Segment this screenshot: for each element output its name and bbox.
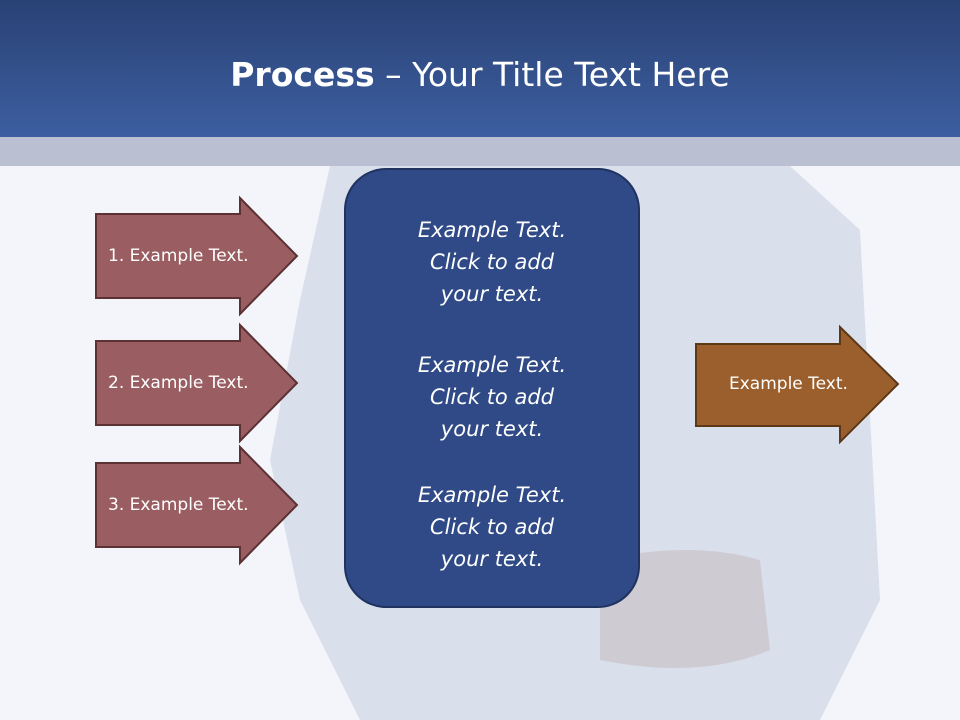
slide-title: Process – Your Title Text Here	[0, 52, 960, 98]
step-arrow-2[interactable]	[95, 322, 299, 444]
center-process-box[interactable]: Example Text. Click to add your text. Ex…	[344, 168, 640, 608]
center-text-block-2[interactable]: Example Text. Click to add your text.	[346, 349, 638, 445]
center-line: your text.	[440, 547, 544, 571]
step-label-3: 3. Example Text.	[108, 495, 249, 515]
center-line: Click to add	[429, 250, 554, 274]
center-line: Example Text.	[417, 218, 567, 242]
step-label-2: 2. Example Text.	[108, 373, 249, 393]
title-bold: Process	[230, 55, 375, 94]
center-line: Click to add	[429, 515, 554, 539]
center-line: your text.	[440, 282, 544, 306]
output-arrow[interactable]	[695, 324, 900, 445]
header-bar	[0, 0, 960, 137]
title-rest: – Your Title Text Here	[374, 55, 730, 94]
center-line: Example Text.	[417, 483, 567, 507]
output-label: Example Text.	[729, 374, 848, 394]
step-arrow-1[interactable]	[95, 195, 299, 317]
step-arrow-3[interactable]	[95, 444, 299, 566]
center-line: your text.	[440, 417, 544, 441]
center-line: Click to add	[429, 385, 554, 409]
center-text-block-3[interactable]: Example Text. Click to add your text.	[346, 479, 638, 575]
center-text-block-1[interactable]: Example Text. Click to add your text.	[346, 214, 638, 310]
center-line: Example Text.	[417, 353, 567, 377]
header-stripe	[0, 137, 960, 166]
step-label-1: 1. Example Text.	[108, 246, 249, 266]
